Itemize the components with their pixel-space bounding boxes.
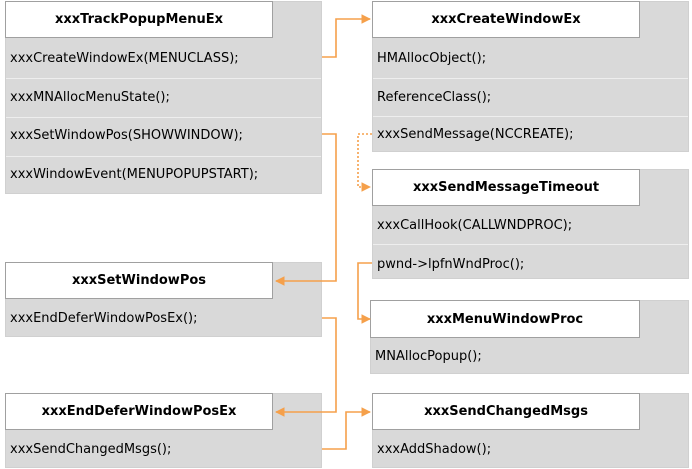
row-create-window: xxxCreateWindowEx(MENUCLASS); (10, 51, 239, 66)
row-lpfnwndproc: pwnd->lpfnWndProc(); (377, 257, 525, 272)
row-end-defer: xxxEndDeferWindowPosEx(); (10, 311, 198, 326)
box-title: xxxCreateWindowEx (372, 1, 640, 38)
dotted-arrow-to-sendmessagetimeout (357, 133, 372, 192)
row-alloc-menu-state: xxxMNAllocMenuState(); (10, 90, 170, 105)
box-xxxsendchangedmsgs: xxxSendChangedMsgs xxxAddShadow(); (372, 393, 689, 468)
row-window-event: xxxWindowEvent(MENUPOPUPSTART); (10, 167, 259, 182)
row-add-shadow: xxxAddShadow(); (377, 442, 492, 457)
row-divider (6, 156, 321, 157)
box-xxxsetwindowpos: xxxSetWindowPos xxxEndDeferWindowPosEx()… (5, 262, 322, 337)
row-divider (6, 78, 321, 79)
row-send-message: xxxSendMessage(NCCREATE); (377, 127, 574, 142)
row-divider (6, 117, 321, 118)
box-xxxsendmessagetimeout: xxxSendMessageTimeout xxxCallHook(CALLWN… (372, 169, 689, 279)
box-title: xxxMenuWindowProc (370, 300, 640, 338)
box-xxxmenuwindowproc: xxxMenuWindowProc MNAllocPopup(); (370, 300, 689, 374)
row-hmalloc: HMAllocObject(); (377, 51, 487, 66)
row-call-hook: xxxCallHook(CALLWNDPROC); (377, 218, 573, 233)
box-title: xxxSendChangedMsgs (372, 393, 640, 430)
box-xxxenddeferwindowposex: xxxEndDeferWindowPosEx xxxSendChangedMsg… (5, 393, 322, 468)
row-alloc-popup: MNAllocPopup(); (375, 349, 482, 364)
box-title: xxxEndDeferWindowPosEx (5, 393, 273, 430)
row-divider (373, 244, 688, 245)
box-title: xxxSetWindowPos (5, 262, 273, 299)
arrow-to-createwindowex (322, 14, 371, 58)
row-reference-class: ReferenceClass(); (377, 90, 492, 105)
box-title: xxxTrackPopupMenuEx (5, 1, 273, 38)
row-divider (373, 78, 688, 79)
arrow-to-sendchangedmsgs (322, 407, 371, 450)
row-send-changed: xxxSendChangedMsgs(); (10, 442, 172, 457)
row-divider (373, 116, 688, 117)
box-xxxcreatewindowex: xxxCreateWindowEx HMAllocObject(); Refer… (372, 1, 689, 152)
row-set-window-pos: xxxSetWindowPos(SHOWWINDOW); (10, 128, 243, 143)
box-xxxtrackpopupmenuex: xxxTrackPopupMenuEx xxxCreateWindowEx(ME… (5, 1, 322, 194)
box-title: xxxSendMessageTimeout (372, 169, 640, 206)
